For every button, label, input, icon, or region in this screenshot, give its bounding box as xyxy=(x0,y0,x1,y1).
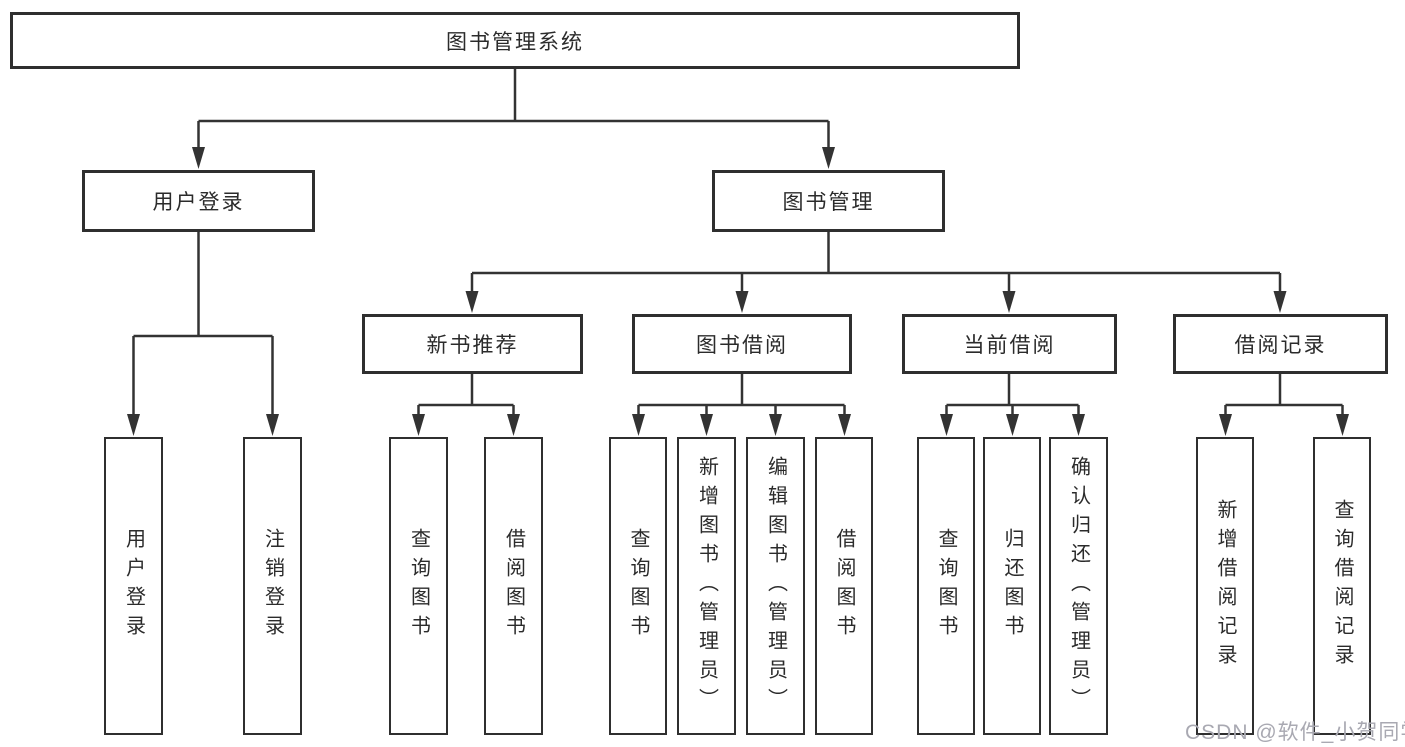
node-book-borrow: 图书借阅 xyxy=(632,314,852,374)
arrowhead-icons xyxy=(127,147,1349,436)
node-new-book-recommend: 新书推荐 xyxy=(362,314,583,374)
node-label: 新书推荐 xyxy=(426,334,519,357)
csdn-watermark: CSDN @软件_小贺同学 xyxy=(1185,721,1405,744)
node-borrow-records: 借阅记录 xyxy=(1173,314,1388,374)
node-current-borrow: 当前借阅 xyxy=(902,314,1117,374)
node-label: 注销登录 xyxy=(261,528,284,644)
node-label: 图书管理系统 xyxy=(446,30,584,54)
leaf-query-books-recommend: 查询图书 xyxy=(389,437,448,735)
leaf-edit-books-admin: 编辑图书（管理员） xyxy=(746,437,805,735)
node-label: 图书借阅 xyxy=(696,334,788,357)
leaf-borrow-books-recommend: 借阅图书 xyxy=(484,437,543,735)
node-label: 确认归还（管理员） xyxy=(1067,455,1090,717)
node-label: 查询图书 xyxy=(407,528,430,644)
leaf-query-books-borrow: 查询图书 xyxy=(609,437,667,735)
node-book-management-branch: 图书管理 xyxy=(712,170,945,232)
node-label: 用户登录 xyxy=(122,528,145,644)
leaf-borrow-books: 借阅图书 xyxy=(815,437,873,735)
leaf-user-login: 用户登录 xyxy=(104,437,163,735)
node-label: 借阅记录 xyxy=(1234,334,1327,357)
node-root-system: 图书管理系统 xyxy=(10,12,1020,69)
leaf-query-books-current: 查询图书 xyxy=(917,437,975,735)
node-label: 图书管理 xyxy=(782,191,875,214)
node-label: 新增图书（管理员） xyxy=(695,455,718,717)
node-label: 借阅图书 xyxy=(833,528,855,644)
node-label: 当前借阅 xyxy=(963,334,1056,357)
leaf-query-borrow-record: 查询借阅记录 xyxy=(1313,437,1371,735)
node-label: 查询图书 xyxy=(935,528,957,644)
node-label: 编辑图书（管理员） xyxy=(764,455,787,717)
leaf-logout: 注销登录 xyxy=(243,437,302,735)
leaf-add-borrow-record: 新增借阅记录 xyxy=(1196,437,1254,735)
node-label: 借阅图书 xyxy=(502,528,525,644)
leaf-confirm-return-admin: 确认归还（管理员） xyxy=(1049,437,1108,735)
node-label: 查询借阅记录 xyxy=(1331,499,1353,673)
node-label: 用户登录 xyxy=(152,191,245,214)
node-user-login-branch: 用户登录 xyxy=(82,170,315,232)
node-label: 新增借阅记录 xyxy=(1214,499,1236,673)
node-label: 查询图书 xyxy=(627,528,649,644)
leaf-add-books-admin: 新增图书（管理员） xyxy=(677,437,736,735)
leaf-return-books: 归还图书 xyxy=(983,437,1041,735)
node-label: 归还图书 xyxy=(1001,528,1023,644)
